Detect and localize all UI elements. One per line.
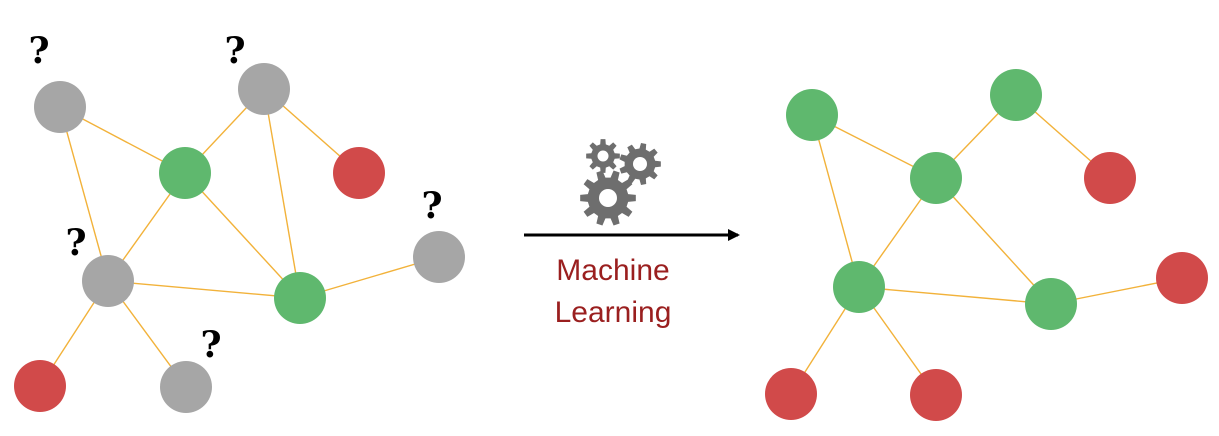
input-edge-a-e <box>59 106 109 282</box>
output-node-c <box>910 152 962 204</box>
output-node-i <box>910 369 962 421</box>
gear-hole <box>633 157 647 171</box>
output-node-d <box>1084 152 1136 204</box>
input-graph-nodes <box>14 63 465 413</box>
output-edge-a-e <box>811 114 860 288</box>
input-node-c <box>159 147 211 199</box>
output-node-f <box>1156 252 1208 304</box>
output-node-b <box>990 69 1042 121</box>
output-edge-c-g <box>935 177 1052 305</box>
input-node-h <box>14 360 66 412</box>
question-mark-icon: ? <box>65 222 86 264</box>
input-edge-c-g <box>184 172 301 299</box>
input-edge-e-g <box>107 280 301 299</box>
input-graph-edges <box>39 88 440 388</box>
input-node-f <box>413 231 465 283</box>
input-node-g <box>274 272 326 324</box>
output-node-g <box>1025 278 1077 330</box>
input-node-d <box>333 147 385 199</box>
question-mark-icon: ? <box>224 30 245 72</box>
question-mark-icon: ? <box>28 30 49 72</box>
output-node-a <box>786 89 838 141</box>
input-node-a <box>34 81 86 133</box>
process-label-line2: Learning <box>555 296 672 329</box>
input-node-i <box>160 361 212 413</box>
machine-learning-process: Machine Learning <box>524 139 740 329</box>
input-node-e <box>82 255 134 307</box>
question-mark-icon: ? <box>200 324 221 366</box>
gears-icon <box>580 139 661 226</box>
gear-hole <box>599 189 617 207</box>
process-label-line1: Machine <box>556 254 669 287</box>
output-node-e <box>833 261 885 313</box>
output-graph-nodes <box>765 69 1208 421</box>
input-graph-question-marks: ????? <box>28 30 442 366</box>
output-edge-e-g <box>858 286 1052 305</box>
input-node-b <box>238 63 290 115</box>
question-mark-icon: ? <box>421 185 442 227</box>
output-node-h <box>765 368 817 420</box>
input-edge-b-g <box>263 88 301 299</box>
output-graph-edges <box>790 94 1183 396</box>
gear-hole <box>597 150 609 162</box>
